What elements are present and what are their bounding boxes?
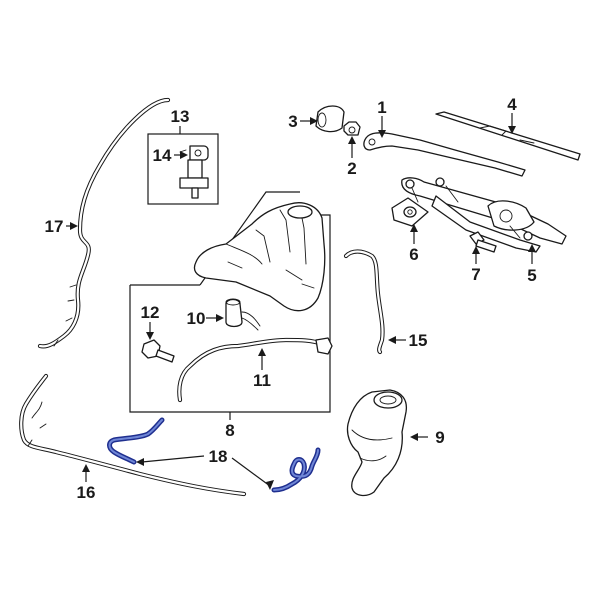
callout-7: 7 <box>471 265 480 284</box>
callout-16: 16 <box>77 483 96 502</box>
callout-8: 8 <box>225 421 234 440</box>
part-15-hose[interactable] <box>343 249 385 355</box>
callout-1: 1 <box>377 98 386 117</box>
part-16-hose[interactable] <box>19 373 247 497</box>
part-10-pump[interactable] <box>225 298 261 331</box>
part-18-hose-right[interactable] <box>271 447 321 493</box>
part-9-filler-neck[interactable] <box>346 389 408 497</box>
part-6-grommet[interactable] <box>391 197 429 227</box>
part-17-washer-hose[interactable] <box>37 97 171 349</box>
washer-reservoir[interactable] <box>193 202 326 312</box>
callout-2: 2 <box>347 159 356 178</box>
callout-12: 12 <box>141 303 160 322</box>
callout-3: 3 <box>288 112 297 131</box>
part-7-bolt[interactable] <box>469 231 497 253</box>
part-13-kit-box <box>147 133 219 205</box>
part-5-wiper-linkage[interactable] <box>401 177 567 253</box>
part-4-wiper-blade[interactable] <box>435 111 581 161</box>
callout-17: 17 <box>45 217 64 236</box>
part-14-nozzle[interactable] <box>179 145 209 199</box>
callout-5: 5 <box>527 266 536 285</box>
callout-15: 15 <box>409 331 428 350</box>
part-18-hose-left[interactable] <box>107 417 165 465</box>
part-3-cap[interactable] <box>315 105 345 133</box>
callout-11: 11 <box>253 371 271 390</box>
part-1-wiper-arm[interactable] <box>363 132 526 177</box>
leader-lines <box>66 113 536 490</box>
callout-14: 14 <box>153 146 172 165</box>
callout-18: 18 <box>209 447 228 466</box>
callout-9: 9 <box>435 428 444 447</box>
part-12-sensor[interactable] <box>141 339 175 363</box>
callout-4: 4 <box>507 95 517 114</box>
callout-13: 13 <box>171 107 190 126</box>
part-11-hose[interactable] <box>177 337 333 403</box>
callout-6: 6 <box>409 245 418 264</box>
part-2-nut[interactable] <box>343 121 361 136</box>
callout-10: 10 <box>187 309 206 328</box>
